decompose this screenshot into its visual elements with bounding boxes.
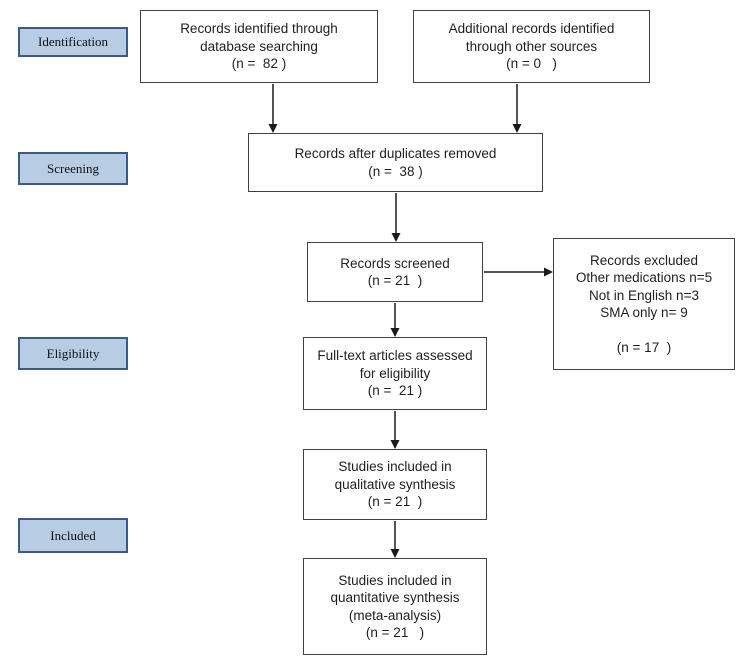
arrow-qualitative-to-quantitative	[390, 521, 400, 558]
arrow-fulltext-to-qualitative	[390, 411, 400, 449]
box-text-line: (n = 17 )	[616, 340, 672, 355]
box-additional-records: Additional records identified through ot…	[413, 10, 650, 83]
stage-label-identification: Identification	[18, 27, 128, 57]
box-text-line: for eligibility	[359, 365, 431, 381]
box-text-line: (n = 21 )	[367, 383, 423, 399]
box-text-line: Studies included in	[338, 572, 452, 588]
box-text-line: Additional records identified	[448, 21, 615, 37]
box-text-line: quantitative synthesis	[330, 590, 460, 605]
box-fulltext-assessed: Full-text articles assessed for eligibil…	[303, 337, 487, 410]
box-records-screened: Records screened (n = 21 )	[307, 242, 483, 302]
arrow-screened-to-excluded	[484, 267, 553, 277]
stage-label-eligibility: Eligibility	[18, 337, 128, 370]
box-text-line: Records identified through	[180, 21, 338, 37]
box-text-line: (n = 21 )	[367, 273, 423, 288]
box-text-line: Records after duplicates removed	[294, 146, 497, 161]
arrow-screened-to-fulltext	[390, 303, 400, 337]
stage-label-text: Screening	[47, 160, 99, 176]
stage-label-text: Identification	[37, 34, 109, 49]
stage-label-text: Included	[50, 527, 96, 543]
box-text-line: (n = 0 )	[506, 56, 557, 72]
box-records-identified: Records identified through database sear…	[140, 10, 378, 83]
box-text-line: database searching	[200, 38, 318, 54]
box-text-line: (n = 38 )	[368, 163, 423, 179]
box-text-line	[642, 322, 646, 340]
box-text-line: Full-text articles assessed	[317, 348, 473, 364]
stage-label-included: Included	[18, 518, 128, 553]
box-records-excluded: Records excluded Other medications n=5 N…	[553, 238, 735, 370]
box-text-line: (meta-analysis)	[348, 607, 442, 623]
box-text-line: Not in English n=3	[589, 287, 699, 303]
box-text-line: Other medications n=5	[575, 270, 713, 285]
box-text-line: Records screened	[340, 255, 450, 271]
arrow-duplicates-to-screened	[391, 193, 401, 242]
box-text-line: Studies included in	[338, 459, 452, 475]
box-duplicates-removed: Records after duplicates removed (n = 38…	[248, 133, 543, 192]
box-text-line: Records excluded	[589, 252, 699, 268]
box-text-line: (n = 21 )	[365, 625, 425, 640]
box-text-line: qualitative synthesis	[334, 476, 456, 492]
arrow-identified-to-duplicates	[268, 84, 278, 133]
stage-label-text: Eligibility	[46, 345, 100, 361]
arrow-additional-to-duplicates	[512, 84, 522, 133]
box-qualitative-synthesis: Studies included in qualitative synthesi…	[303, 449, 487, 520]
box-quantitative-synthesis: Studies included in quantitative synthes…	[303, 558, 487, 655]
stage-label-screening: Screening	[18, 152, 128, 185]
box-text-line: through other sources	[465, 38, 598, 54]
box-text-line: SMA only n= 9	[600, 305, 688, 320]
box-text-line: (n = 21 )	[367, 494, 423, 510]
box-text-line: (n = 82 )	[231, 56, 287, 72]
